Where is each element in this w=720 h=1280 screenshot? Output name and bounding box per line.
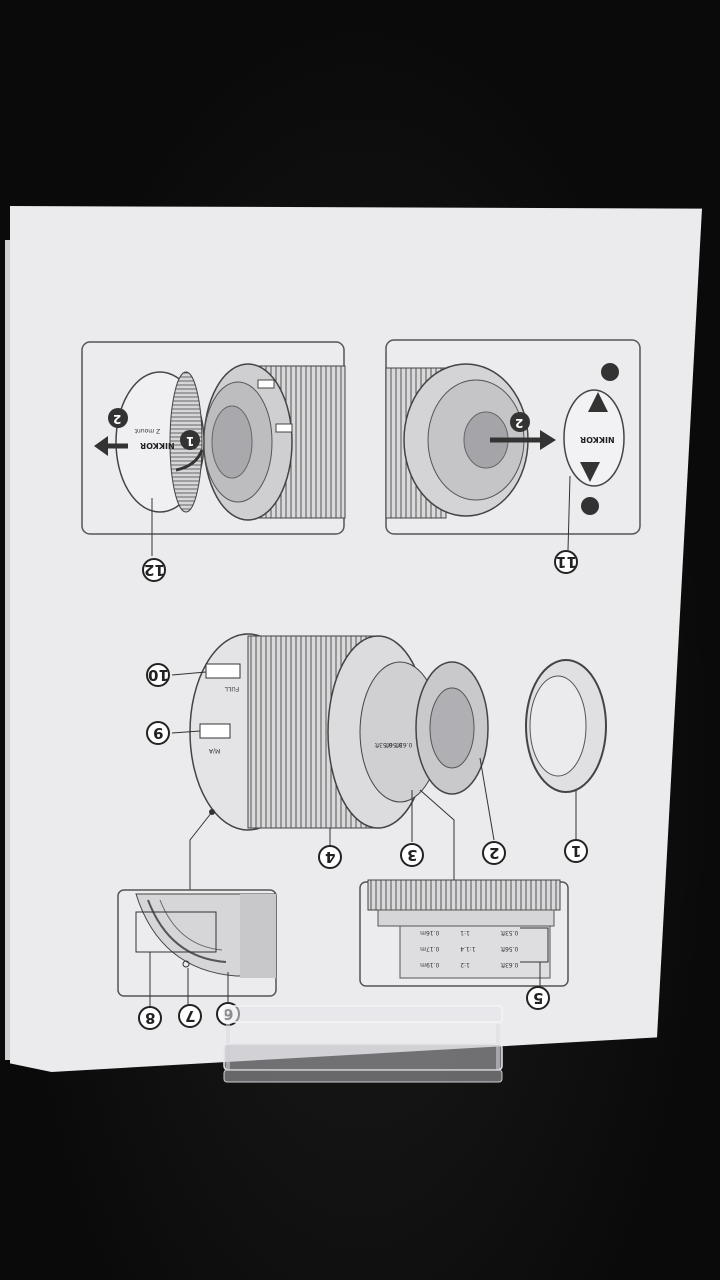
svg-text:10: 10 bbox=[148, 666, 169, 684]
svg-text:0.56ft: 0.56ft bbox=[384, 741, 402, 748]
callout-1: 1 bbox=[564, 839, 588, 863]
front-cap-panel: 2 NIKKOR bbox=[385, 339, 641, 551]
svg-text:9: 9 bbox=[153, 724, 163, 742]
step-badge-1: 1 bbox=[186, 434, 194, 448]
paper-stack-edge bbox=[5, 240, 13, 1060]
scale-r3-c2: 1:1 bbox=[460, 929, 470, 936]
callout-3: 3 bbox=[400, 843, 424, 867]
callout-10: 10 bbox=[146, 663, 170, 687]
callout-12: 12 bbox=[142, 558, 166, 582]
svg-text:12: 12 bbox=[144, 561, 165, 579]
callout-9: 9 bbox=[146, 721, 170, 745]
callout-5: 5 bbox=[526, 986, 550, 1010]
cap-brand-label: NIKKOR bbox=[140, 441, 175, 450]
svg-text:2: 2 bbox=[489, 844, 499, 862]
scale-r3-c3: 0.16m bbox=[420, 929, 439, 936]
svg-text:1: 1 bbox=[571, 842, 581, 860]
distance-scale-panel: 0.63ft 1:2 0.19m 0.56ft 1:1.4 0.17m 0.53… bbox=[359, 879, 569, 990]
callout-2: 2 bbox=[482, 841, 506, 865]
scale-r1-c2: 1:2 bbox=[460, 961, 470, 968]
scale-r1-c1: 0.63ft bbox=[500, 961, 518, 968]
front-cap-brand: NIKKOR bbox=[580, 435, 615, 444]
lens-hood-ring bbox=[525, 659, 607, 840]
cap-mount-label: Z mount bbox=[134, 427, 160, 434]
focus-mode-label: M/A bbox=[208, 747, 220, 754]
main-lens-drawing: FULL M/A 0.53ft 0.56ft 0.63ft bbox=[171, 633, 495, 892]
svg-text:5: 5 bbox=[533, 989, 543, 1007]
svg-text:7: 7 bbox=[185, 1007, 195, 1025]
svg-text:8: 8 bbox=[145, 1009, 155, 1027]
scale-r2-c2: 1:1.4 bbox=[460, 945, 476, 952]
svg-text:0.53ft: 0.53ft bbox=[374, 741, 392, 748]
mount-detail-panel bbox=[117, 889, 277, 1006]
svg-text:4: 4 bbox=[325, 848, 335, 866]
scale-r2-c1: 0.56ft bbox=[500, 945, 518, 952]
rear-cap-panel: NIKKOR Z mount 2 1 bbox=[81, 341, 346, 556]
callout-11: 11 bbox=[554, 550, 578, 574]
scale-r2-c3: 0.17m bbox=[420, 945, 439, 952]
callout-4: 4 bbox=[318, 845, 342, 869]
acrylic-stand bbox=[223, 1005, 503, 1083]
callout-7: 7 bbox=[178, 1004, 202, 1028]
limit-switch-label: FULL bbox=[224, 685, 239, 692]
svg-text:0.63ft: 0.63ft bbox=[394, 741, 412, 748]
svg-text:3: 3 bbox=[407, 846, 417, 864]
svg-text:11: 11 bbox=[556, 553, 577, 571]
callout-8: 8 bbox=[138, 1006, 162, 1030]
step-badge-2: 2 bbox=[113, 412, 121, 426]
step-badge-2b: 2 bbox=[515, 416, 523, 430]
scale-r3-c1: 0.53ft bbox=[500, 929, 518, 936]
scale-r1-c3: 0.19m bbox=[420, 961, 439, 968]
